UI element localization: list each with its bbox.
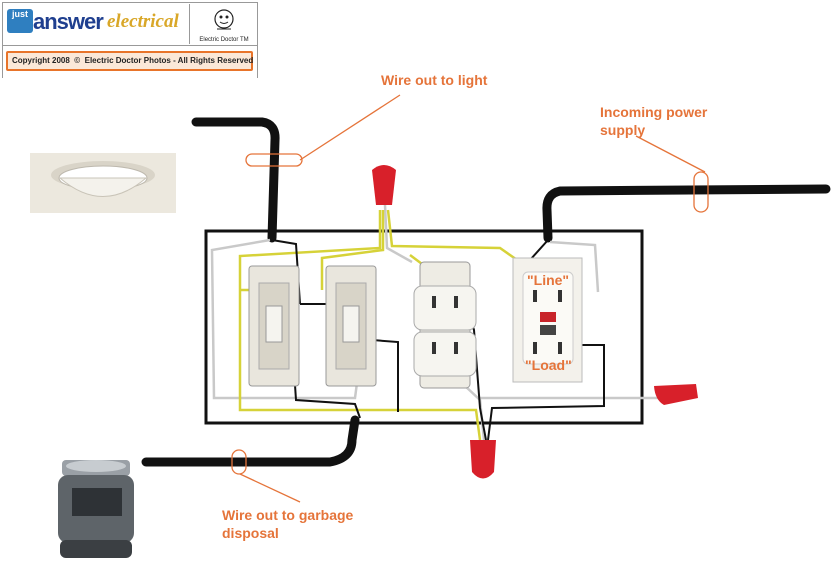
rights-text: Electric Doctor Photos - All Rights Rese… [84,56,254,65]
brand-logo: just answer electrical Electric Doctor T… [2,2,258,78]
duplex-receptacle [413,261,477,389]
label-load-terminal: "Load" [525,357,572,373]
label-incoming-power-line1: Incoming power [600,104,708,120]
label-incoming-power-line2: supply [600,122,646,138]
junction-box [204,229,644,425]
label-garbage-line2: disposal [222,525,279,541]
label-incoming-power: Incoming power supply [600,103,707,139]
wire-nut-top [372,165,396,205]
black-cables [141,117,831,467]
wire-nut-bottom [470,440,496,479]
logo-doctor-name: Electric Doctor TM [199,37,249,43]
ground-wires [238,209,521,441]
wire-nut-right [654,384,698,405]
doctor-cartoon-icon [214,9,234,30]
ceiling-light-icon [30,153,176,213]
copyright-symbol: © [74,56,81,65]
gfci-receptacle [512,257,583,383]
switch-1 [248,265,300,387]
copyright-year: Copyright 2008 [12,56,70,65]
garbage-disposal-icon [58,460,134,558]
logo-electrical-text: electrical [107,11,179,32]
label-garbage-disposal: Wire out to garbage disposal [222,506,353,542]
label-garbage-line1: Wire out to garbage [222,507,354,523]
copyright-banner: Copyright 2008 © Electric Doctor Photos … [3,45,257,78]
logo-just-badge: just [7,9,33,33]
logo-answer-text: answer [33,9,104,34]
callouts [231,94,709,503]
label-line-terminal: "Line" [527,272,570,288]
switch-2 [325,265,377,387]
label-wire-out-light: Wire out to light [381,72,488,88]
electric-doctor-logo: Electric Doctor TM [189,4,258,44]
